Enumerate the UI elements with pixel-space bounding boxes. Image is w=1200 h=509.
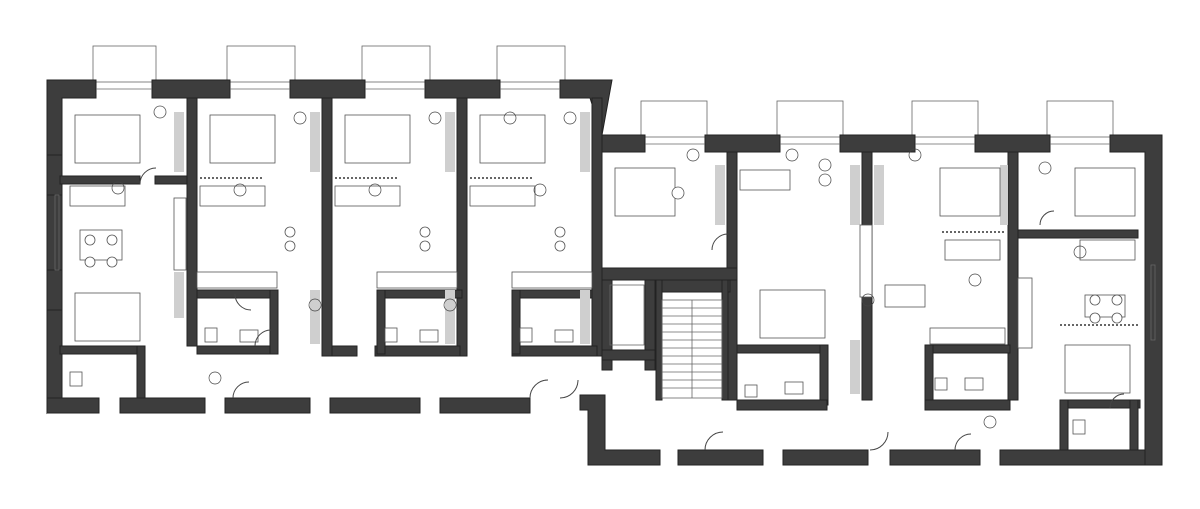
chairs [84, 105, 1123, 324]
balconies [92, 45, 1114, 138]
windows [54, 88, 1156, 341]
plants [111, 111, 1087, 429]
wardrobes [174, 112, 1008, 394]
dashed-lines [200, 177, 1140, 326]
beds [74, 114, 1136, 394]
living-furniture [69, 169, 1136, 318]
stairs [609, 284, 723, 399]
kitchen-counters [173, 197, 1033, 349]
door-swings [139, 167, 1125, 451]
bathroom-fixtures [69, 327, 1086, 435]
exterior-walls [46, 79, 1163, 466]
